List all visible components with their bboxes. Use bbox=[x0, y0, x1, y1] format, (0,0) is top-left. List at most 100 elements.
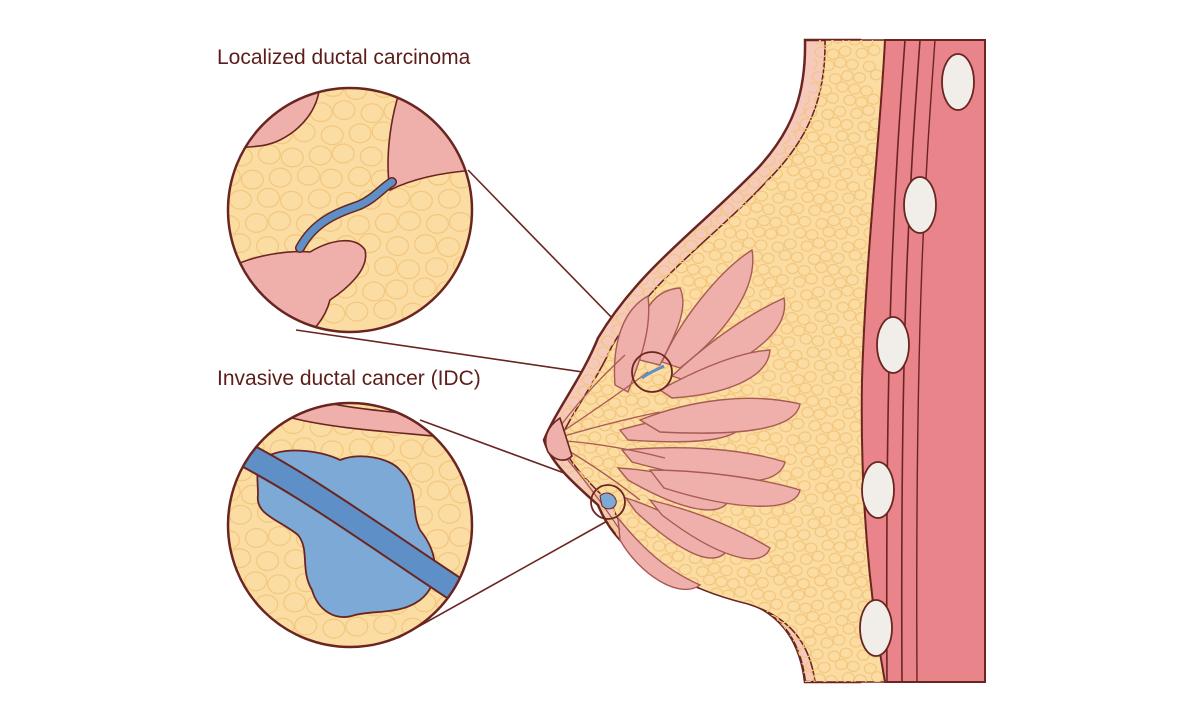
fat-cell bbox=[409, 190, 433, 211]
fat-cell bbox=[618, 73, 632, 85]
fat-cell bbox=[826, 479, 840, 491]
fat-cell bbox=[568, 513, 582, 526]
fat-cell bbox=[839, 432, 853, 444]
fat-cell bbox=[843, 309, 857, 322]
fat-cell bbox=[859, 85, 873, 97]
fat-cell bbox=[710, 107, 724, 120]
fat-cell bbox=[757, 386, 771, 398]
fat-cell bbox=[640, 587, 654, 599]
fat-cell bbox=[230, 103, 254, 124]
fat-cell bbox=[425, 257, 449, 278]
fat-cell bbox=[425, 214, 449, 234]
fat-cell bbox=[681, 108, 695, 121]
fat-cell bbox=[572, 336, 586, 348]
fat-cell bbox=[777, 347, 791, 359]
fat-cell bbox=[308, 145, 332, 166]
fat-cell bbox=[775, 58, 789, 71]
fat-cell bbox=[582, 60, 596, 73]
fat-cell bbox=[685, 141, 699, 153]
fat-cell bbox=[828, 337, 842, 349]
fat-cell bbox=[820, 152, 834, 165]
fat-cell bbox=[806, 346, 820, 358]
fat-cell bbox=[821, 275, 835, 287]
fat-cell bbox=[782, 72, 796, 84]
lobule bbox=[648, 498, 771, 560]
fat-cell bbox=[733, 155, 747, 168]
fat-cell bbox=[608, 612, 622, 625]
fat-cell bbox=[762, 634, 776, 646]
fat-cell bbox=[437, 188, 461, 209]
fat-cell bbox=[684, 239, 698, 251]
fat-cell bbox=[750, 201, 764, 214]
fat-cell bbox=[764, 179, 778, 191]
fat-cell bbox=[587, 44, 601, 56]
fat-cell bbox=[386, 187, 410, 208]
fat-cell bbox=[589, 69, 603, 81]
fat-cell bbox=[622, 203, 636, 216]
fat-cell bbox=[611, 59, 625, 72]
fat-cell bbox=[745, 217, 759, 230]
fat-cell bbox=[345, 301, 369, 322]
fat-cell bbox=[589, 553, 603, 565]
fat-cell bbox=[719, 564, 733, 577]
fat-cell bbox=[553, 590, 567, 602]
fat-cell bbox=[661, 627, 675, 639]
fat-cell bbox=[828, 117, 842, 129]
fat-cell bbox=[552, 203, 566, 216]
fat-cell bbox=[693, 277, 707, 289]
fat-cell bbox=[596, 82, 610, 94]
fat-cell bbox=[840, 70, 854, 82]
fat-cell bbox=[714, 189, 728, 201]
fat-cell bbox=[257, 144, 281, 165]
fat-cell bbox=[698, 45, 712, 57]
fat-cell bbox=[786, 165, 800, 177]
fat-cell bbox=[750, 637, 764, 649]
fat-cell bbox=[765, 81, 779, 93]
fat-cell bbox=[761, 252, 775, 264]
fat-cell bbox=[610, 637, 624, 649]
fat-cell bbox=[554, 658, 568, 671]
fat-cell bbox=[589, 118, 603, 130]
dcis-location-marker bbox=[631, 351, 673, 393]
fat-cell bbox=[748, 563, 762, 576]
fat-cell bbox=[856, 649, 870, 661]
fat-cell bbox=[603, 144, 617, 156]
fat-cell bbox=[707, 83, 721, 95]
fat-cell bbox=[855, 96, 869, 108]
fat-cell bbox=[782, 551, 796, 563]
fat-cell bbox=[630, 119, 644, 131]
fat-cell bbox=[744, 95, 758, 107]
fat-cell bbox=[798, 167, 812, 179]
fat-cell bbox=[812, 286, 826, 298]
fat-cell bbox=[586, 142, 600, 154]
fat-cell bbox=[558, 45, 572, 57]
fat-cell bbox=[723, 178, 737, 190]
fat-cell bbox=[621, 252, 635, 264]
fat-cell bbox=[804, 586, 818, 598]
fat-cell bbox=[611, 275, 625, 287]
fat-cell bbox=[610, 152, 624, 165]
fat-cell bbox=[825, 405, 839, 418]
fat-cell bbox=[675, 217, 689, 230]
fat-cell bbox=[594, 273, 608, 285]
fat-cell bbox=[740, 384, 754, 396]
fat-cell bbox=[724, 613, 738, 626]
lobules bbox=[613, 248, 801, 591]
fat-cell bbox=[228, 258, 240, 279]
fat-cell bbox=[811, 550, 825, 562]
fat-cell bbox=[770, 70, 784, 82]
fat-cell bbox=[776, 660, 790, 673]
fat-cell bbox=[785, 47, 799, 59]
fat-cell bbox=[423, 88, 447, 99]
fat-cell bbox=[449, 483, 472, 504]
fat-cell bbox=[818, 348, 832, 360]
fat-cell bbox=[834, 443, 848, 455]
fat-cell bbox=[780, 587, 794, 599]
fat-cell bbox=[832, 634, 846, 646]
fat-cell bbox=[573, 453, 587, 466]
fat-cell bbox=[659, 118, 673, 130]
fat-cell bbox=[321, 88, 345, 97]
fat-cell bbox=[575, 311, 589, 324]
fat-cell bbox=[813, 575, 827, 587]
fat-cell bbox=[644, 625, 658, 637]
